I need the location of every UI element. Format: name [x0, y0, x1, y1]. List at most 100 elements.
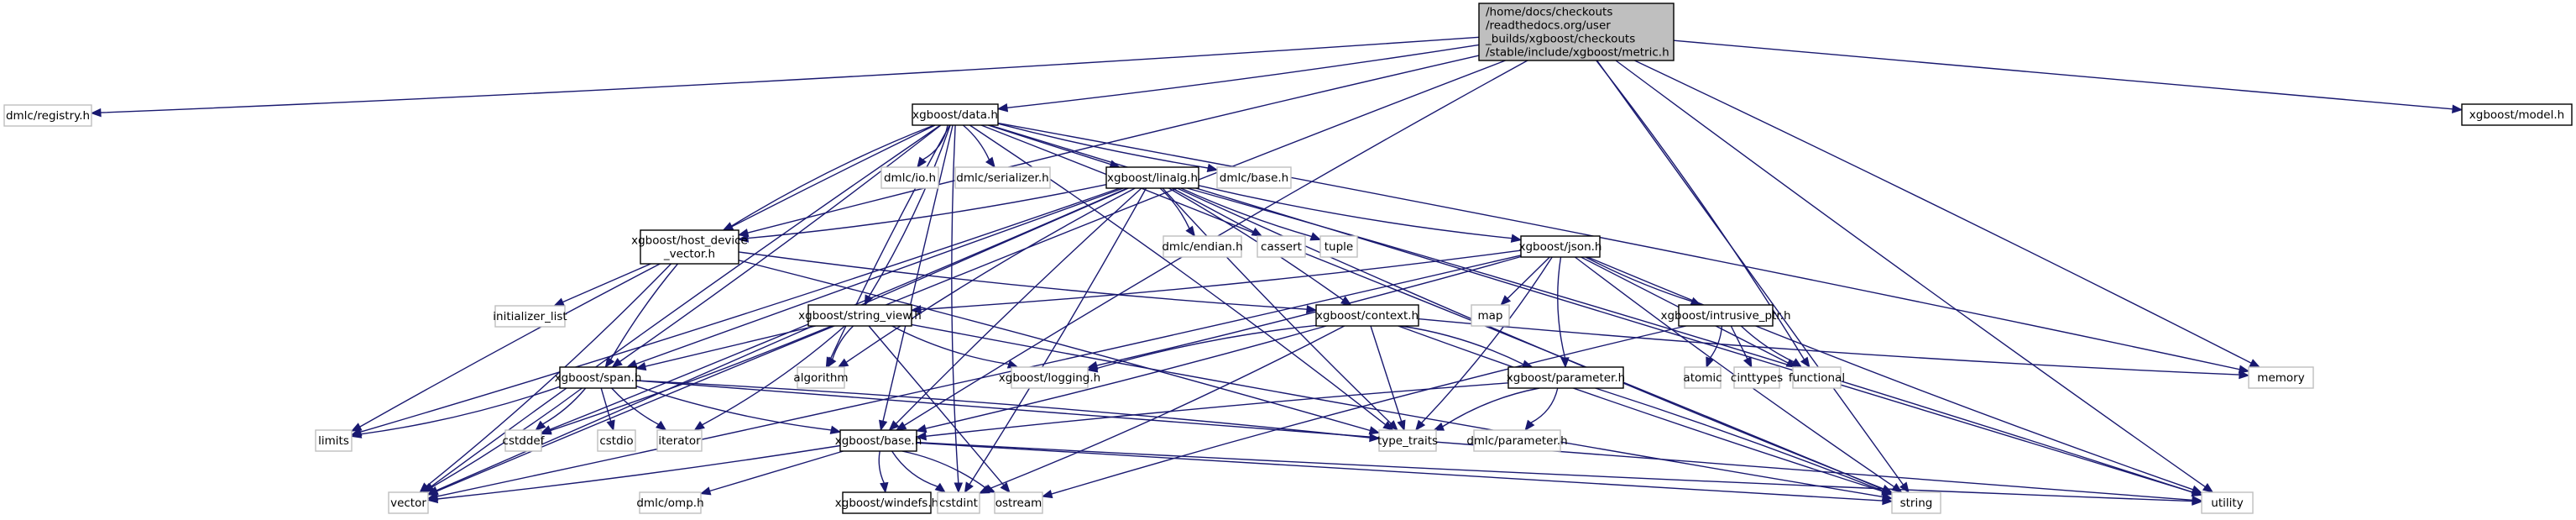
- node-label: xgboost/string_view.h: [798, 309, 922, 323]
- node-label: cstdint: [939, 496, 978, 510]
- edge-metric-to-model: [1673, 39, 2464, 114]
- edge-line: [962, 124, 990, 160]
- node-stringview[interactable]: xgboost/string_view.h: [798, 304, 922, 327]
- arrowhead-icon: [419, 482, 431, 493]
- edge-linalg-to-hdv: [737, 184, 1107, 243]
- node-label: /stable/include/xgboost/metric.h: [1486, 45, 1669, 59]
- node-cstdio: cstdio: [597, 429, 636, 452]
- node-label: dmlc/endian.h: [1162, 240, 1242, 254]
- arrowhead-icon: [1000, 481, 1011, 494]
- arrowhead-icon: [699, 486, 712, 496]
- edge-base-to-utility: [916, 441, 2203, 506]
- edge-base-to-windefs: [878, 450, 889, 494]
- edge-line: [611, 387, 659, 425]
- edge-intrusive-to-atomic: [1706, 325, 1723, 369]
- node-registry: dmlc/registry.h: [3, 104, 92, 127]
- arrowhead-icon: [606, 419, 615, 432]
- edge-line: [747, 55, 1480, 234]
- node-label: utility: [2211, 496, 2243, 510]
- node-map: map: [1471, 304, 1510, 327]
- node-box: [807, 304, 912, 327]
- edge-line: [1596, 60, 1805, 360]
- arrowhead-icon: [1500, 295, 1512, 306]
- node-box: [639, 491, 702, 514]
- node-json[interactable]: xgboost/json.h: [1519, 235, 1602, 258]
- edge-line: [619, 124, 942, 363]
- edge-line: [1421, 256, 1553, 423]
- edge-line: [562, 263, 651, 303]
- node-limits: limits: [315, 429, 353, 452]
- node-label: xgboost/parameter.h: [1507, 371, 1625, 385]
- arrowhead-icon: [2192, 496, 2203, 506]
- arrowhead-icon: [693, 421, 705, 431]
- edge-stringview-to-ostream: [868, 325, 1011, 494]
- node-box: [1733, 366, 1780, 389]
- edge-line: [426, 263, 672, 487]
- edge-line: [709, 450, 844, 492]
- arrowhead-icon: [1891, 482, 1903, 493]
- edge-json-to-map: [1500, 256, 1550, 306]
- edge-line: [1006, 44, 1480, 108]
- node-box: [1792, 366, 1842, 389]
- edge-data-to-cstdint: [951, 124, 964, 494]
- node-context[interactable]: xgboost/context.h: [1315, 304, 1419, 327]
- node-cinttypes: cinttypes: [1731, 366, 1783, 389]
- edge-line: [738, 260, 1371, 432]
- edge-line: [1574, 256, 1895, 488]
- node-box: [315, 429, 353, 452]
- edge-line: [951, 124, 959, 484]
- edge-data-to-limits: [350, 124, 936, 432]
- edge-stringview-to-span: [635, 325, 816, 371]
- edge-metric-to-data: [996, 44, 1480, 113]
- node-intrusive[interactable]: xgboost/intrusive_ptr.h: [1660, 304, 1791, 327]
- arrowhead-icon: [553, 297, 565, 307]
- arrowhead-icon: [1397, 419, 1406, 432]
- node-parameter[interactable]: xgboost/parameter.h: [1507, 366, 1625, 389]
- edge-line: [702, 325, 845, 426]
- edge-intrusive-to-functional: [1740, 325, 1803, 368]
- edge-line: [878, 450, 885, 484]
- edge-line: [1634, 60, 2252, 364]
- arrowhead-icon: [915, 423, 927, 433]
- arrowhead-icon: [1706, 356, 1715, 369]
- node-box: [388, 491, 429, 514]
- node-linalg[interactable]: xgboost/linalg.h: [1105, 166, 1199, 189]
- edge-line: [360, 386, 561, 435]
- node-box: [1891, 491, 1941, 514]
- node-box: [1315, 304, 1419, 327]
- arrowhead-icon: [2452, 104, 2464, 114]
- arrowhead-icon: [1414, 419, 1426, 432]
- node-metric[interactable]: /home/docs/checkouts/readthedocs.org/use…: [1478, 3, 1675, 61]
- edge-data-to-base: [878, 124, 954, 432]
- node-windefs[interactable]: xgboost/windefs.h: [835, 491, 938, 514]
- edge-line: [922, 124, 948, 160]
- node-label: xgboost/host_device: [631, 234, 748, 247]
- edge-linalg-to-algorithm: [837, 187, 1136, 368]
- edge-line: [1096, 255, 1522, 366]
- arrowhead-icon: [611, 358, 623, 368]
- node-base[interactable]: xgboost/base.h: [835, 429, 922, 452]
- node-box: [1216, 166, 1292, 189]
- node-box: [504, 429, 542, 452]
- node-label: type_traits: [1377, 434, 1438, 448]
- edge-line: [920, 249, 1522, 311]
- arrowhead-icon: [1560, 357, 1570, 369]
- edge-line: [430, 124, 941, 488]
- edge-context-to-memory: [1418, 318, 2250, 380]
- arrowhead-icon: [996, 102, 1009, 113]
- arrowhead-icon: [1086, 364, 1099, 373]
- edge-line: [1740, 325, 1795, 363]
- node-span[interactable]: xgboost/span.h: [555, 366, 642, 389]
- node-label: limits: [318, 434, 349, 448]
- edge-line: [891, 450, 938, 487]
- node-label: xgboost/data.h: [912, 108, 998, 122]
- edge-linalg-to-limits: [350, 187, 1121, 437]
- node-model[interactable]: xgboost/model.h: [2461, 103, 2573, 126]
- node-label: /readthedocs.org/user: [1486, 18, 1611, 32]
- node-data[interactable]: xgboost/data.h: [912, 103, 999, 126]
- node-hdv[interactable]: xgboost/host_device_vector.h: [631, 229, 748, 265]
- node-cassert: cassert: [1257, 235, 1306, 258]
- edge-line: [1557, 256, 1566, 359]
- node-label: vector: [390, 496, 426, 510]
